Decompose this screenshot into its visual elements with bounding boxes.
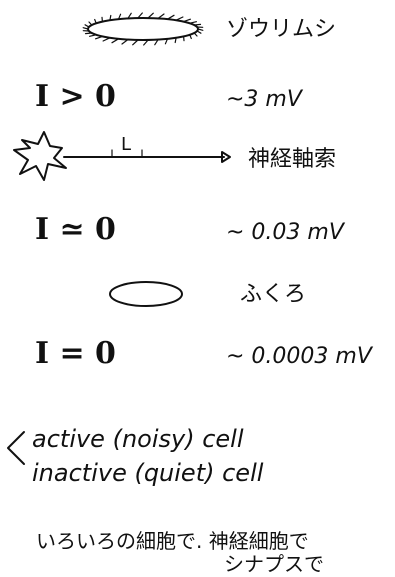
vesicle-drawing bbox=[109, 281, 183, 307]
axon-length-marker bbox=[111, 149, 143, 157]
cilium-stroke bbox=[137, 12, 143, 19]
active-cell-label: active (noisy) cell bbox=[32, 425, 244, 453]
cell-types-bracket bbox=[7, 431, 25, 465]
cilium-stroke bbox=[196, 30, 202, 34]
vesicle-voltage: ~ 0.0003 mV bbox=[226, 344, 374, 369]
inactive-cell-label: inactive (quiet) cell bbox=[32, 459, 264, 487]
cilium-stroke bbox=[175, 16, 184, 21]
cilium-stroke bbox=[117, 13, 122, 20]
cilium-stroke bbox=[189, 21, 197, 24]
note-line-2: シナプスで bbox=[224, 552, 324, 576]
cilium-stroke bbox=[164, 38, 169, 45]
cilium-stroke bbox=[88, 21, 93, 26]
cilium-stroke bbox=[109, 14, 112, 21]
cilium-stroke bbox=[193, 23, 202, 26]
cilium-stroke bbox=[94, 35, 104, 40]
axon-voltage: ~ 0.03 mV bbox=[226, 220, 346, 245]
cilium-stroke bbox=[132, 39, 139, 46]
cilium-stroke bbox=[174, 37, 177, 44]
note-line-1: いろいろの細胞で. 神経細胞で bbox=[36, 529, 309, 553]
axon-length-label: L bbox=[121, 134, 131, 155]
cilium-stroke bbox=[88, 34, 97, 37]
cilium-stroke bbox=[147, 12, 154, 19]
axon-current: I ≃ 0 bbox=[35, 212, 116, 247]
cilium-stroke bbox=[143, 39, 149, 46]
cilium-stroke bbox=[157, 13, 165, 19]
cilium-stroke bbox=[183, 18, 191, 23]
cilium-stroke bbox=[154, 38, 159, 46]
paramecium-current: I > 0 bbox=[35, 79, 116, 114]
cilium-stroke bbox=[193, 32, 198, 37]
neuron-drawing bbox=[13, 131, 231, 181]
cilium-stroke bbox=[189, 34, 192, 40]
cilium-stroke bbox=[102, 37, 111, 42]
paramecium-voltage: ~3 mV bbox=[226, 87, 304, 112]
cilium-stroke bbox=[166, 14, 175, 20]
cilium-stroke bbox=[94, 18, 97, 24]
cilium-stroke bbox=[127, 12, 132, 19]
cilium-stroke bbox=[121, 38, 129, 45]
cilium-stroke bbox=[84, 32, 93, 35]
vesicle-label: ふくろ bbox=[240, 282, 306, 307]
vesicle-current: I = 0 bbox=[35, 336, 116, 371]
paramecium-label: ゾウリムシ bbox=[226, 17, 336, 42]
cilium-stroke bbox=[197, 28, 204, 31]
cilium-stroke bbox=[111, 38, 120, 44]
paramecium-drawing bbox=[82, 12, 204, 46]
cilium-stroke bbox=[84, 24, 90, 28]
axon-label: 神経軸索 bbox=[248, 147, 336, 172]
cilium-stroke bbox=[82, 27, 89, 30]
